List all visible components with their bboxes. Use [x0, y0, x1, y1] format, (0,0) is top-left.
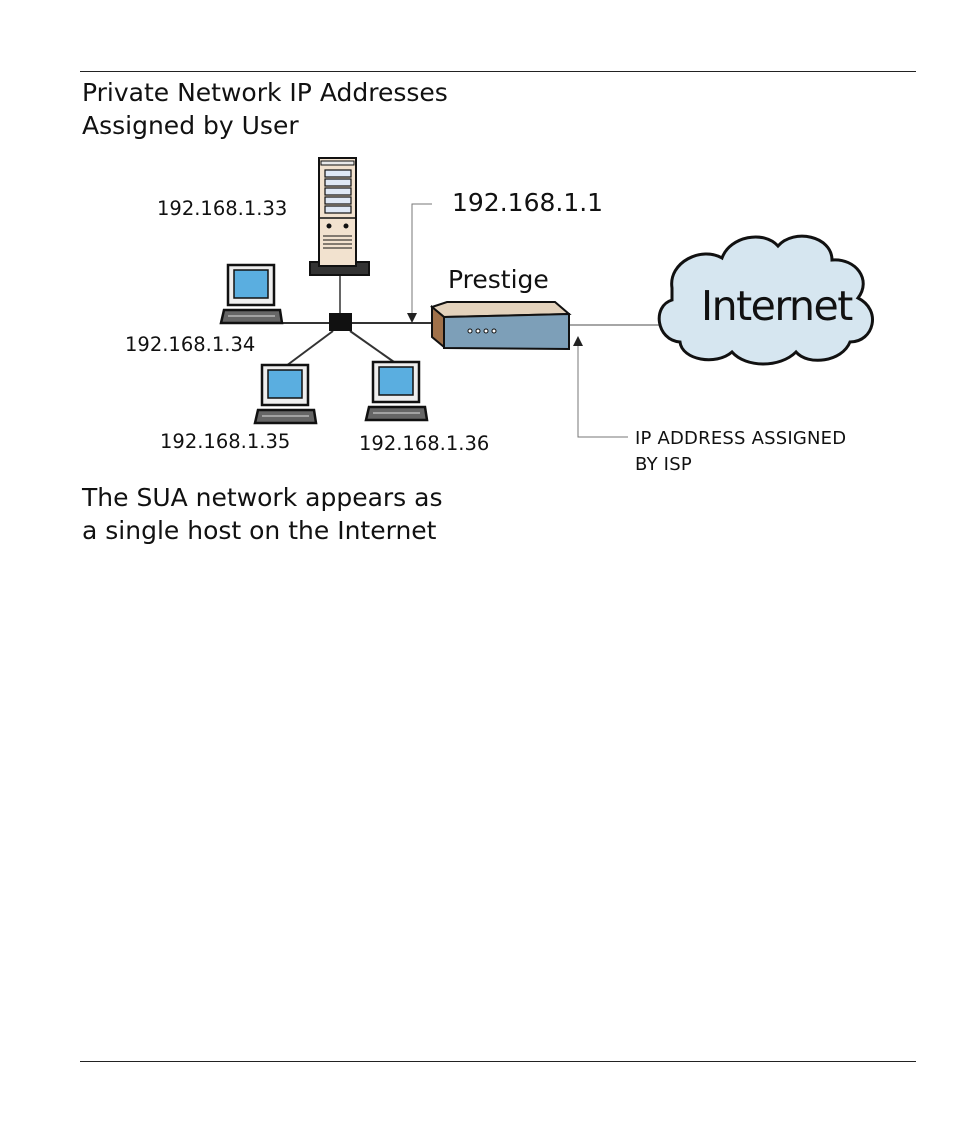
lan-ip-callout — [412, 204, 432, 313]
isp-arrow — [573, 336, 583, 346]
prestige-router-icon — [432, 302, 569, 349]
pc35-line — [286, 331, 333, 366]
server-ip-label: 192.168.1.33 — [157, 197, 287, 220]
hub-icon — [329, 313, 352, 331]
isp-callout — [578, 345, 628, 437]
prestige-ip-label: 192.168.1.1 — [452, 188, 603, 217]
pc-bottom-left-icon — [255, 365, 316, 423]
lan-ip-arrow — [407, 313, 417, 323]
pc-bottom-left-ip-label: 192.168.1.35 — [160, 430, 290, 453]
prestige-name-label: Prestige — [448, 265, 549, 294]
server-icon — [310, 158, 369, 275]
isp-label-line2: BY ISP — [635, 451, 692, 478]
diagram-caption-line2: a single host on the Internet — [82, 515, 436, 547]
pc-left-icon — [221, 265, 282, 323]
pc-left-ip-label: 192.168.1.34 — [125, 333, 255, 356]
diagram-caption-line1: The SUA network appears as — [82, 482, 443, 514]
pc-bottom-right-icon — [366, 362, 427, 420]
pc36-line — [350, 331, 394, 362]
internet-label: Internet — [701, 282, 852, 330]
pc-bottom-right-ip-label: 192.168.1.36 — [359, 432, 489, 455]
isp-label-line1: IP ADDRESS ASSIGNED — [635, 425, 846, 452]
